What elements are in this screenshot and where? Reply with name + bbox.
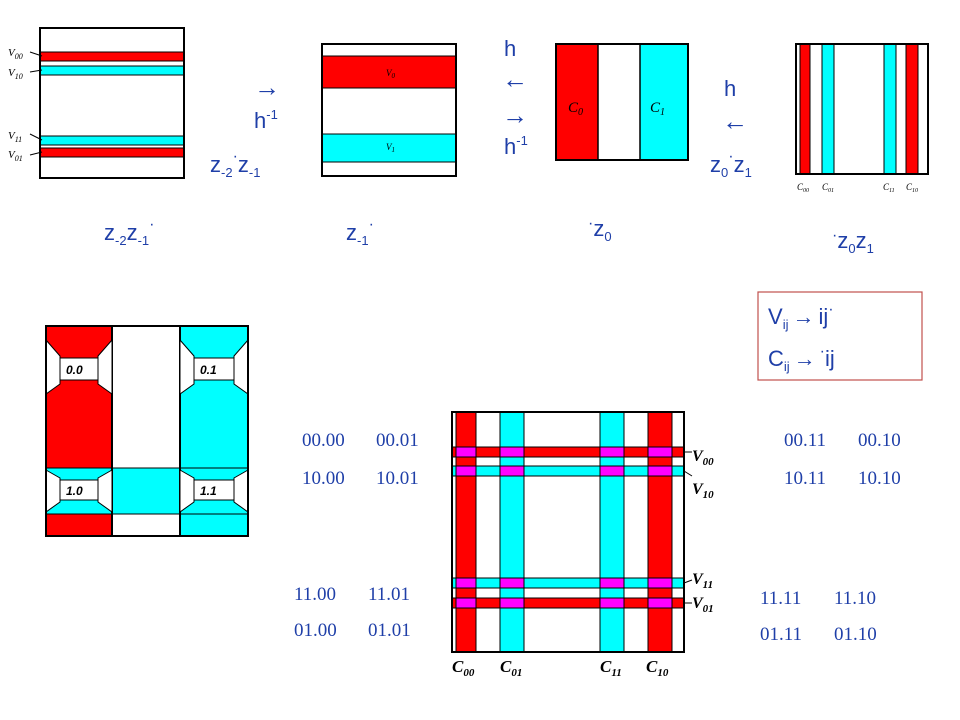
grid-label-v00: V00 (692, 448, 714, 468)
code-cell: 01.10 (834, 624, 877, 645)
codes-bottom-left: 11.00 11.01 01.00 01.01 (294, 584, 411, 641)
strip-c00 (800, 44, 810, 174)
label-v11: V11 (8, 130, 22, 144)
label-v01: V01 (8, 149, 23, 163)
codes-bottom-right: 11.11 11.10 01.11 01.10 (760, 588, 877, 645)
strip-v10 (40, 66, 184, 75)
codes-top-right: 00.11 00.10 10.11 10.10 (784, 430, 901, 489)
caption-panel1: z-2z-1· (104, 216, 154, 248)
label-c10: C10 (906, 182, 918, 194)
caption-panel2: z-1· (346, 216, 374, 248)
code-cell: 10.00 (302, 468, 345, 489)
code-cell: 00.01 (376, 430, 419, 451)
strip-v0 (322, 56, 456, 88)
code-cell: 11.11 (760, 588, 801, 609)
label-c1: C1 (650, 100, 665, 118)
grid-label-c11: C11 (600, 657, 622, 679)
arrow-left-2: ← (502, 64, 528, 94)
code-cell: 11.01 (368, 584, 410, 605)
code-cell: 10.01 (376, 468, 419, 489)
map-label-3: z0·z1 (710, 148, 752, 180)
row-v00 (452, 447, 684, 457)
grid-label-c01: C01 (500, 657, 522, 679)
caption-panel3: ·z0 (588, 215, 612, 244)
code-cell: 00.00 (302, 430, 345, 451)
code-cell: 01.00 (294, 620, 337, 641)
code-cell: 01.01 (368, 620, 411, 641)
label-v0: V0 (386, 68, 396, 80)
code-cell: 10.11 (784, 468, 826, 489)
legend-v-rule: Vij→ij· (768, 301, 834, 332)
map-label-1: z-2·z-1 (210, 148, 260, 180)
label-v10: V10 (8, 67, 23, 81)
horseshoe-quadrants: 0.0 0.1 1.0 1.1 (45, 325, 249, 537)
code-cell: 00.10 (858, 430, 901, 451)
h-inverse-1: h-1 (254, 107, 278, 133)
row-v01 (452, 598, 684, 608)
quad-label-00: 0.0 (66, 363, 83, 377)
quad-label-10: 1.0 (66, 484, 83, 498)
strip-v1 (322, 134, 456, 162)
grid-label-v01: V01 (692, 595, 714, 615)
panel-vertical-strips-level1: C0 C1 (555, 43, 689, 161)
panel-horizontal-strips-level1: V0 V1 (321, 43, 457, 177)
arrow-left-3: ← (722, 106, 748, 136)
grid-label-v10: V10 (692, 481, 714, 501)
strip-c0 (556, 44, 598, 160)
code-cell: 00.11 (784, 430, 826, 451)
h-label-2: h (504, 36, 516, 61)
row-v10 (452, 466, 684, 476)
panel-horizontal-strips-level2: V00 V10 V11 V01 (8, 27, 185, 179)
strip-c1 (640, 44, 688, 160)
strip-v01 (40, 148, 184, 157)
label-v1: V1 (386, 142, 395, 154)
code-cell: 11.10 (834, 588, 876, 609)
strip-v11 (40, 136, 184, 145)
strip-c11 (884, 44, 896, 174)
code-cell: 01.11 (760, 624, 802, 645)
quad-label-11: 1.1 (200, 484, 217, 498)
code-cell: 11.00 (294, 584, 336, 605)
code-cell: 10.10 (858, 468, 901, 489)
legend-box: Vij→ij· Cij→·ij (757, 291, 923, 381)
intersection-cells (456, 447, 672, 608)
grid-label-c10: C10 (646, 657, 669, 679)
quad-label-01: 0.1 (200, 363, 217, 377)
label-c01: C01 (822, 182, 834, 194)
grid-label-c00: C00 (452, 657, 475, 679)
caption-panel4: ·z0z1 (832, 227, 874, 256)
label-c00: C00 (797, 182, 809, 194)
label-v00: V00 (8, 47, 23, 61)
h-inverse-2: h-1 (504, 133, 528, 159)
grid-label-v11: V11 (692, 571, 713, 591)
codes-top-left: 00.00 00.01 10.00 10.01 (302, 430, 419, 489)
legend-c-rule: Cij→·ij (768, 343, 835, 374)
label-c11: C11 (883, 182, 895, 194)
strip-c10 (906, 44, 918, 174)
intersection-grid: V00 V10 V11 V01 C00 C01 C11 C10 (451, 411, 714, 679)
arrow-right-1: → (254, 72, 280, 102)
quad-band-cyan (112, 468, 180, 514)
panel-vertical-strips-level2: C00 C01 C11 C10 (795, 43, 929, 194)
strip-v00 (40, 52, 184, 61)
h-label-3: h (724, 76, 736, 101)
row-v11 (452, 578, 684, 588)
label-c0: C0 (568, 100, 583, 118)
strip-c01 (822, 44, 834, 174)
arrow-right-2: → (502, 100, 528, 130)
